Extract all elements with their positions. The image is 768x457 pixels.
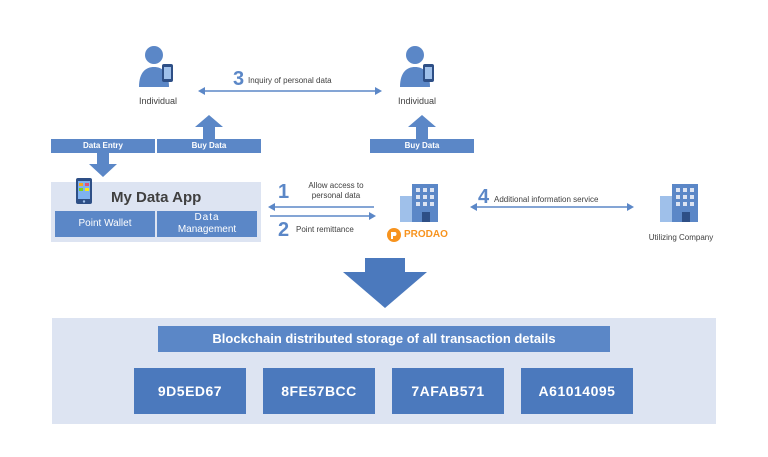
my-data-app-panel: My Data App Point Wallet Data Management	[51, 178, 261, 242]
step-2-number: 2	[278, 219, 290, 241]
individual-right: Individual	[377, 44, 457, 114]
prodao-building-icon	[400, 184, 438, 222]
storage-title: Blockchain distributed storage of all tr…	[158, 326, 610, 352]
data-entry-down-arrow	[89, 153, 117, 177]
data-management-button[interactable]: Data Management	[157, 211, 257, 237]
hash-block: 7AFAB571	[392, 368, 504, 414]
person-phone-icon	[400, 46, 434, 87]
prodao-logo: PRODAO	[387, 228, 467, 244]
buy-data-up-arrow-left	[195, 115, 223, 139]
step-1-line2: personal data	[311, 191, 361, 200]
step-4-number: 4	[478, 186, 490, 208]
buy-data-bar-right: Buy Data	[370, 139, 474, 153]
storage-down-arrow	[343, 258, 427, 308]
step-1-line1: Allow access to	[308, 181, 364, 190]
company-building-icon	[660, 184, 698, 222]
blockchain-storage-panel: Blockchain distributed storage of all tr…	[52, 318, 716, 424]
buy-data-up-arrow-right	[408, 115, 436, 139]
allow-access-arrow	[268, 203, 374, 211]
hash-block: A61014095	[521, 368, 633, 414]
data-management-line1: Data	[194, 212, 220, 223]
step-1-label: Allow access to personal data	[296, 181, 376, 201]
step-1-number: 1	[278, 181, 290, 203]
app-title: My Data App	[111, 189, 202, 206]
point-wallet-button[interactable]: Point Wallet	[55, 211, 155, 237]
individual-left-label: Individual	[138, 96, 178, 106]
buy-data-bar-left: Buy Data	[157, 139, 261, 153]
person-phone-icon	[139, 46, 173, 87]
individual-left: Individual	[118, 44, 198, 114]
point-remittance-arrow	[270, 212, 376, 220]
point-wallet-label: Point Wallet	[78, 218, 132, 229]
prodao-name: PRODAO	[404, 229, 448, 240]
inquiry-double-arrow	[198, 87, 382, 95]
step-3-label: Inquiry of personal data	[248, 76, 332, 85]
step-3-number: 3	[233, 68, 245, 90]
company-label: Utilizing Company	[648, 233, 714, 242]
smartphone-icon	[76, 178, 92, 204]
prodao-logo-icon	[387, 228, 401, 242]
data-management-line2: Management	[177, 224, 237, 235]
step-4-label: Additional information service	[494, 195, 599, 204]
hash-block: 9D5ED67	[134, 368, 246, 414]
data-entry-bar: Data Entry	[51, 139, 155, 153]
individual-right-label: Individual	[397, 96, 437, 106]
step-2-label: Point remittance	[296, 225, 354, 234]
hash-block: 8FE57BCC	[263, 368, 375, 414]
additional-service-double-arrow	[470, 203, 634, 211]
